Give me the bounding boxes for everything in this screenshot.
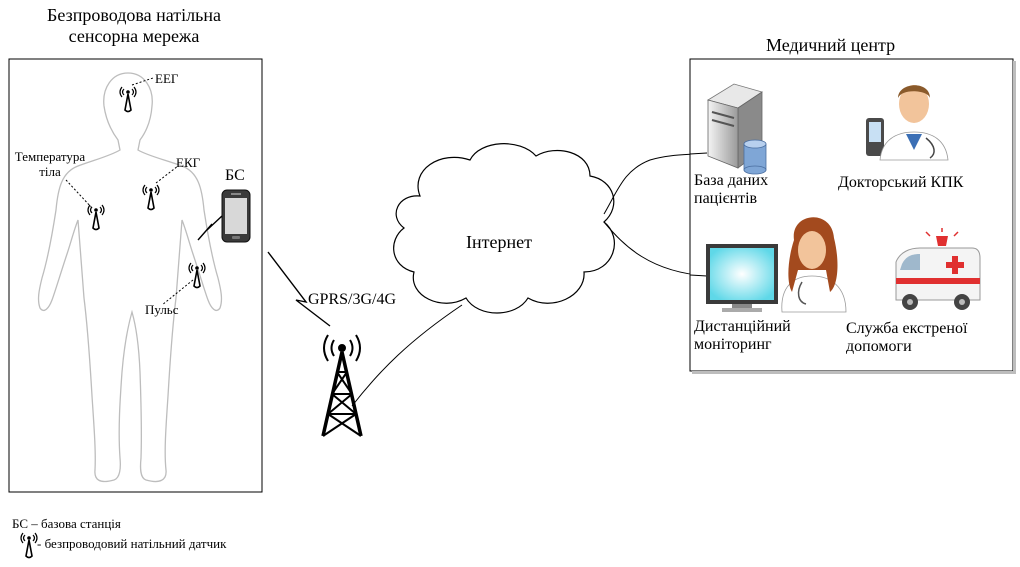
sensor-temperature-icon	[87, 204, 105, 231]
legend-sensor: - безпроводовий натільний датчик	[37, 536, 227, 551]
label-eeg: ЕЕГ	[155, 71, 179, 86]
tower-icon	[321, 334, 363, 437]
medical-center-title: Медичний центр	[766, 35, 896, 55]
label-database: База даних пацієнтів	[694, 172, 768, 209]
label-temperature-line2: тіла	[39, 163, 61, 179]
sensor-eeg-icon	[119, 86, 137, 113]
database-icon	[743, 139, 767, 175]
label-internet: Інтернет	[466, 232, 532, 252]
label-temperature: Температура тіла	[8, 149, 92, 180]
legend-bs: БС – базова станція	[12, 516, 121, 531]
label-temperature-line1: Температура	[14, 149, 86, 164]
wireless-link-gprs	[267, 251, 331, 327]
label-emergency: Служба екстреної допомоги	[846, 320, 967, 357]
label-emergency-line1: Служба екстреної	[846, 320, 968, 337]
pda-icon	[866, 118, 884, 156]
ambulance-icon	[895, 228, 981, 310]
label-pulse: Пульс	[145, 302, 179, 317]
left-title-line1: Безпроводова натільна	[47, 5, 221, 25]
human-silhouette	[37, 72, 223, 483]
label-monitoring-line2: моніторинг	[694, 336, 772, 354]
sensor-ekg-icon	[142, 184, 160, 211]
label-monitoring: Дистанційний моніторинг	[694, 318, 791, 355]
phone-icon	[221, 189, 251, 243]
left-title-line2: сенсорна мережа	[68, 25, 200, 46]
body-network-frame	[8, 58, 263, 493]
label-monitoring-line1: Дистанційний	[694, 318, 791, 335]
label-gprs: GPRS/3G/4G	[308, 291, 397, 308]
legend-sensor-icon	[20, 532, 38, 559]
label-doctor-pda: Докторський КПК	[838, 174, 964, 191]
wireless-link-short	[197, 215, 223, 241]
link-internet-monitoring	[603, 221, 708, 277]
doctor-icon	[879, 85, 949, 161]
label-database-line1: База даних	[694, 172, 769, 189]
left-title: Безпроводова натільна сенсорна мережа	[8, 5, 260, 46]
link-tower-internet	[351, 304, 463, 407]
label-emergency-line2: допомоги	[846, 338, 912, 356]
nurse-icon	[781, 217, 847, 313]
label-base-station: БС	[225, 167, 245, 184]
label-ekg: ЕКГ	[176, 155, 201, 170]
cloud-icon	[393, 143, 615, 314]
label-database-line2: пацієнтів	[694, 190, 758, 208]
monitor-icon	[706, 244, 778, 312]
